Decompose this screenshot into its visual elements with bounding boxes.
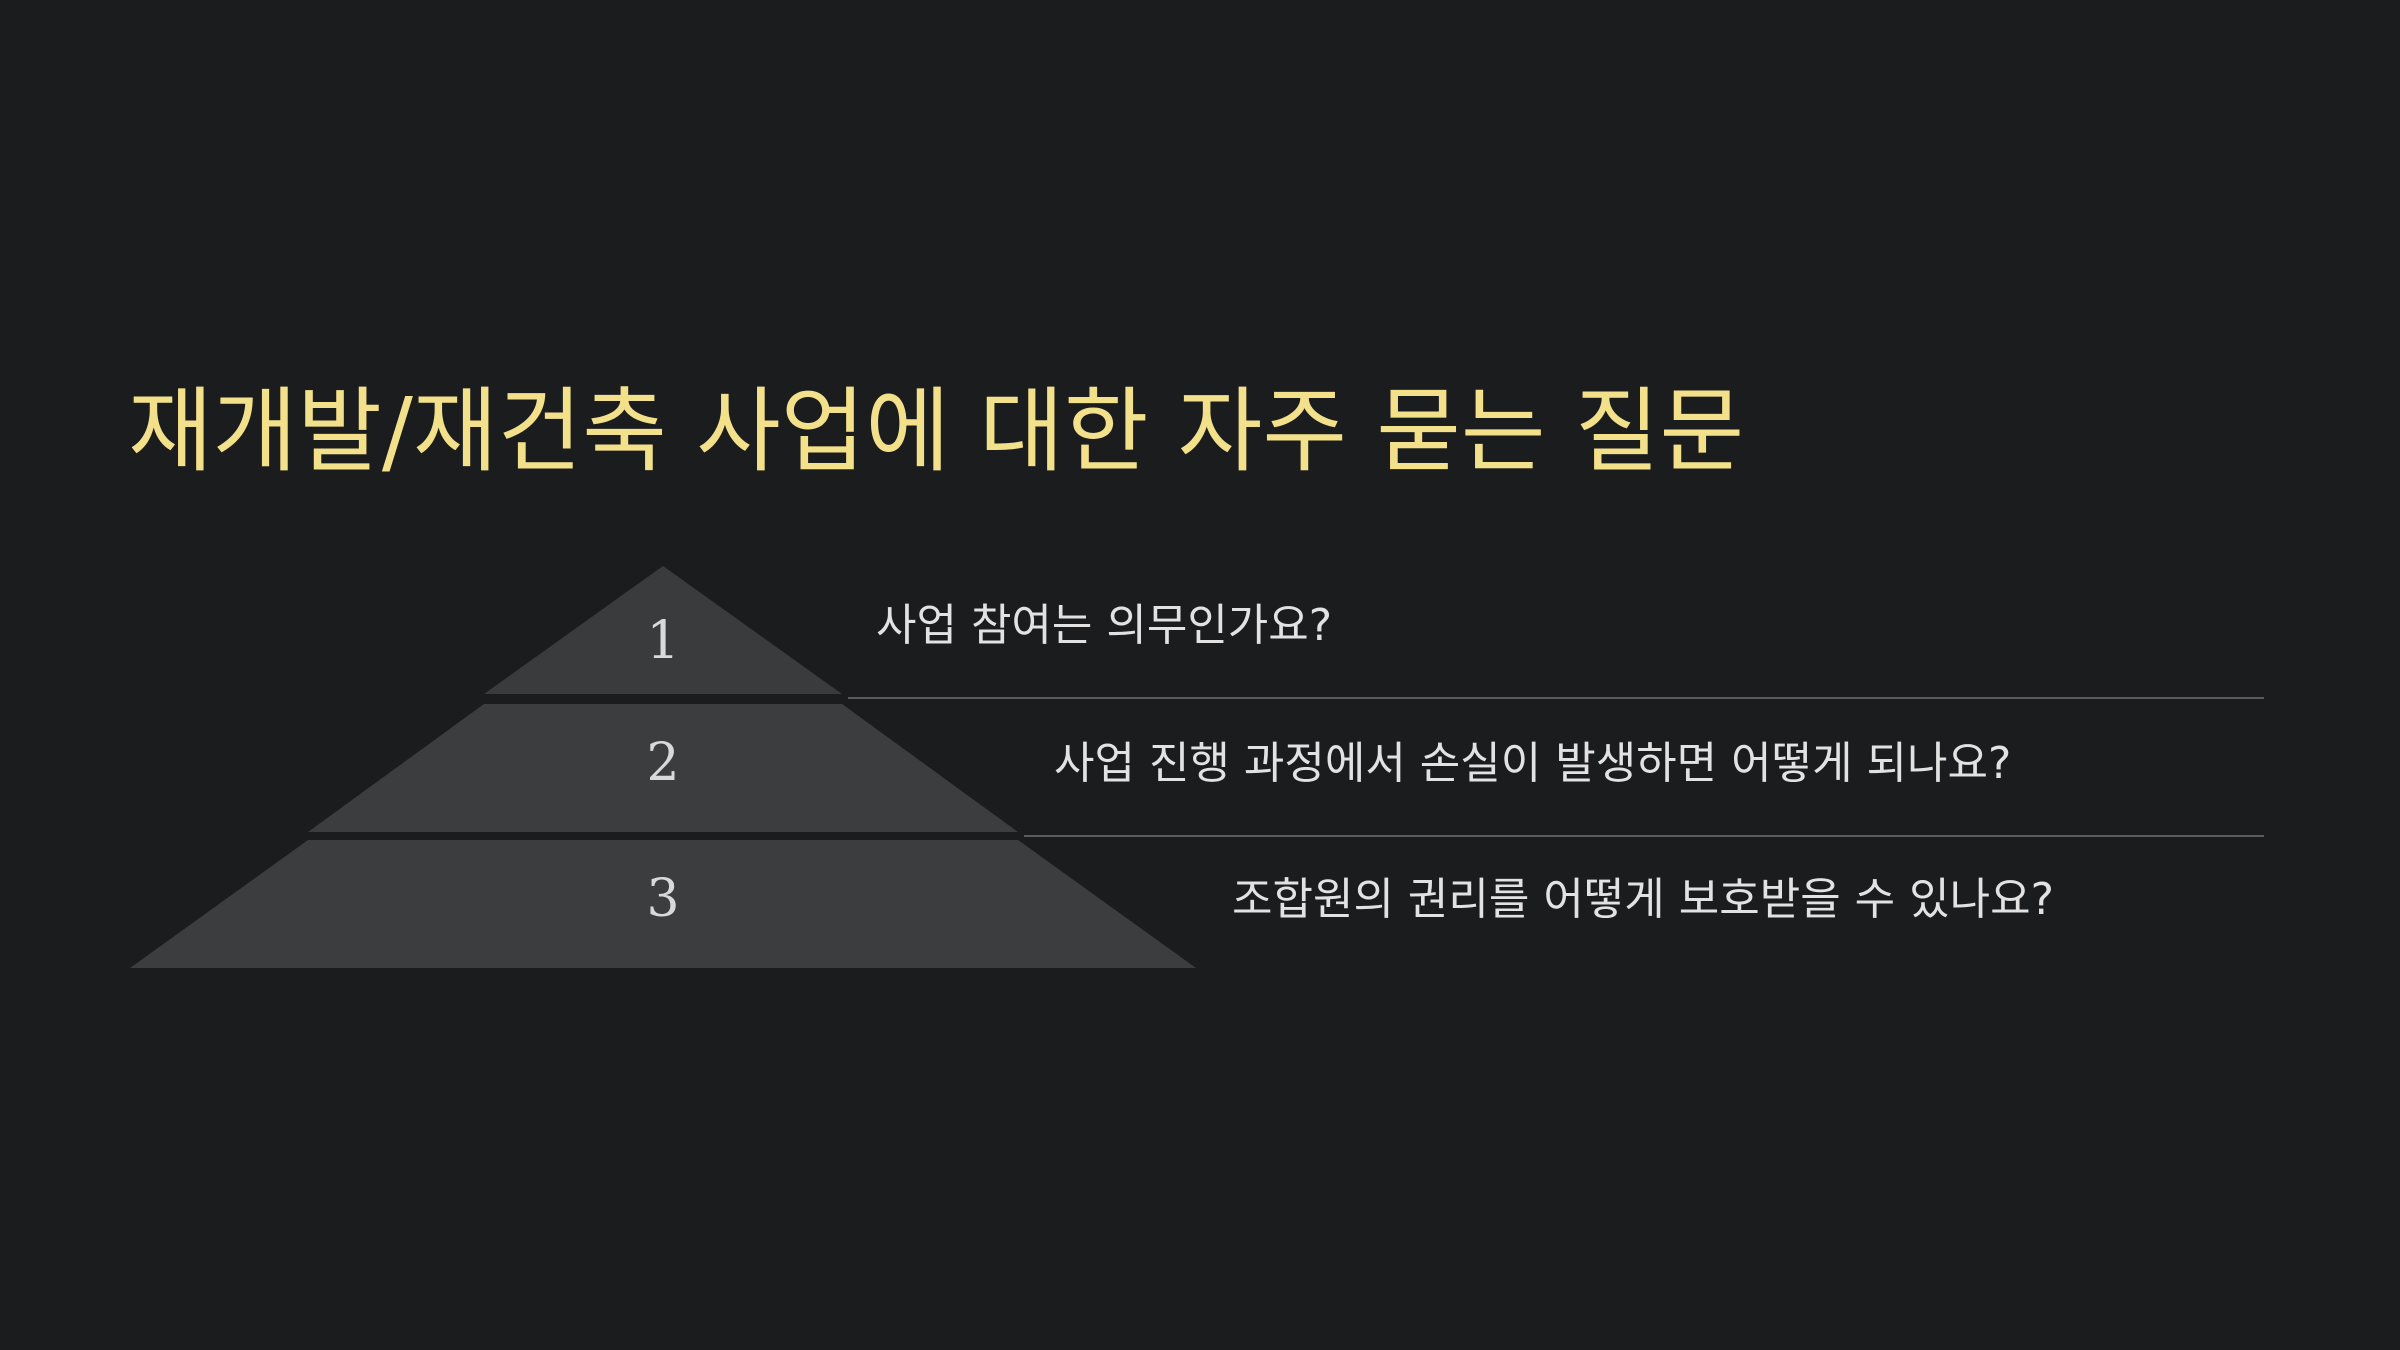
question-3: 조합원의 권리를 어떻게 보호받을 수 있나요? bbox=[1232, 874, 2054, 925]
pyramid-tier-3 bbox=[130, 840, 1196, 968]
pyramid-tier-1 bbox=[484, 566, 842, 694]
tier-number-3: 3 bbox=[646, 869, 679, 929]
tier-number-1: 1 bbox=[646, 611, 679, 671]
tier-number-2: 2 bbox=[646, 733, 679, 793]
slide-title: 재개발/재건축 사업에 대한 자주 묻는 질문 bbox=[128, 378, 1745, 485]
pyramid-tier-2 bbox=[308, 704, 1018, 832]
question-1: 사업 참여는 의무인가요? bbox=[876, 600, 1333, 651]
question-2: 사업 진행 과정에서 손실이 발생하면 어떻게 되나요? bbox=[1054, 738, 2012, 789]
